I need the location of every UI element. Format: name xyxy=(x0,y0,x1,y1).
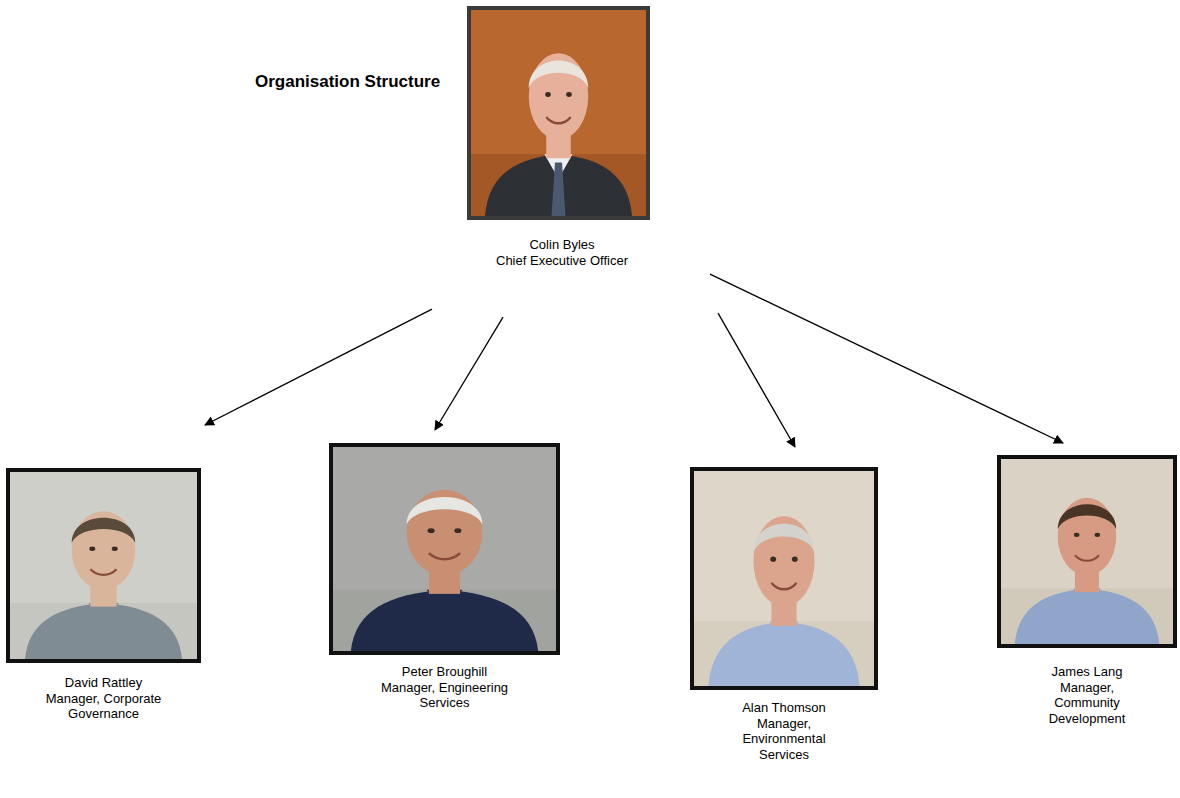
person-card: Colin BylesChief Executive Officer xyxy=(467,6,650,268)
job-title: Manager, Community Development xyxy=(1037,680,1137,727)
person-card: Alan ThomsonManager, Environmental Servi… xyxy=(690,467,878,762)
person-name: David Rattley xyxy=(41,675,166,691)
portrait-photo xyxy=(1001,459,1173,644)
reporting-arrow xyxy=(205,309,432,425)
person-name: James Lang xyxy=(1037,664,1137,680)
reporting-arrow xyxy=(718,313,795,447)
reporting-arrow xyxy=(710,274,1063,443)
photo-frame xyxy=(6,468,201,663)
portrait-photo xyxy=(471,10,646,216)
portrait-photo xyxy=(694,471,874,686)
photo-frame xyxy=(329,443,560,655)
person-name: Peter Broughill xyxy=(370,664,520,680)
person-name: Alan Thomson xyxy=(734,700,834,716)
person-card: James LangManager, Community Development xyxy=(997,455,1177,726)
job-title: Manager, Engineering Services xyxy=(370,680,520,711)
person-card: Peter BroughillManager, Engineering Serv… xyxy=(329,443,560,711)
photo-frame xyxy=(997,455,1177,648)
job-title: Manager, Environmental Services xyxy=(734,716,834,763)
chart-title: Organisation Structure xyxy=(255,72,440,92)
photo-frame xyxy=(690,467,878,690)
job-title: Chief Executive Officer xyxy=(467,253,657,269)
person-card: David RattleyManager, Corporate Governan… xyxy=(6,468,201,722)
portrait-photo xyxy=(10,472,197,659)
photo-frame xyxy=(467,6,650,220)
portrait-photo xyxy=(333,447,556,651)
job-title: Manager, Corporate Governance xyxy=(41,691,166,722)
person-name: Colin Byles xyxy=(467,237,657,253)
reporting-arrow xyxy=(435,317,503,430)
